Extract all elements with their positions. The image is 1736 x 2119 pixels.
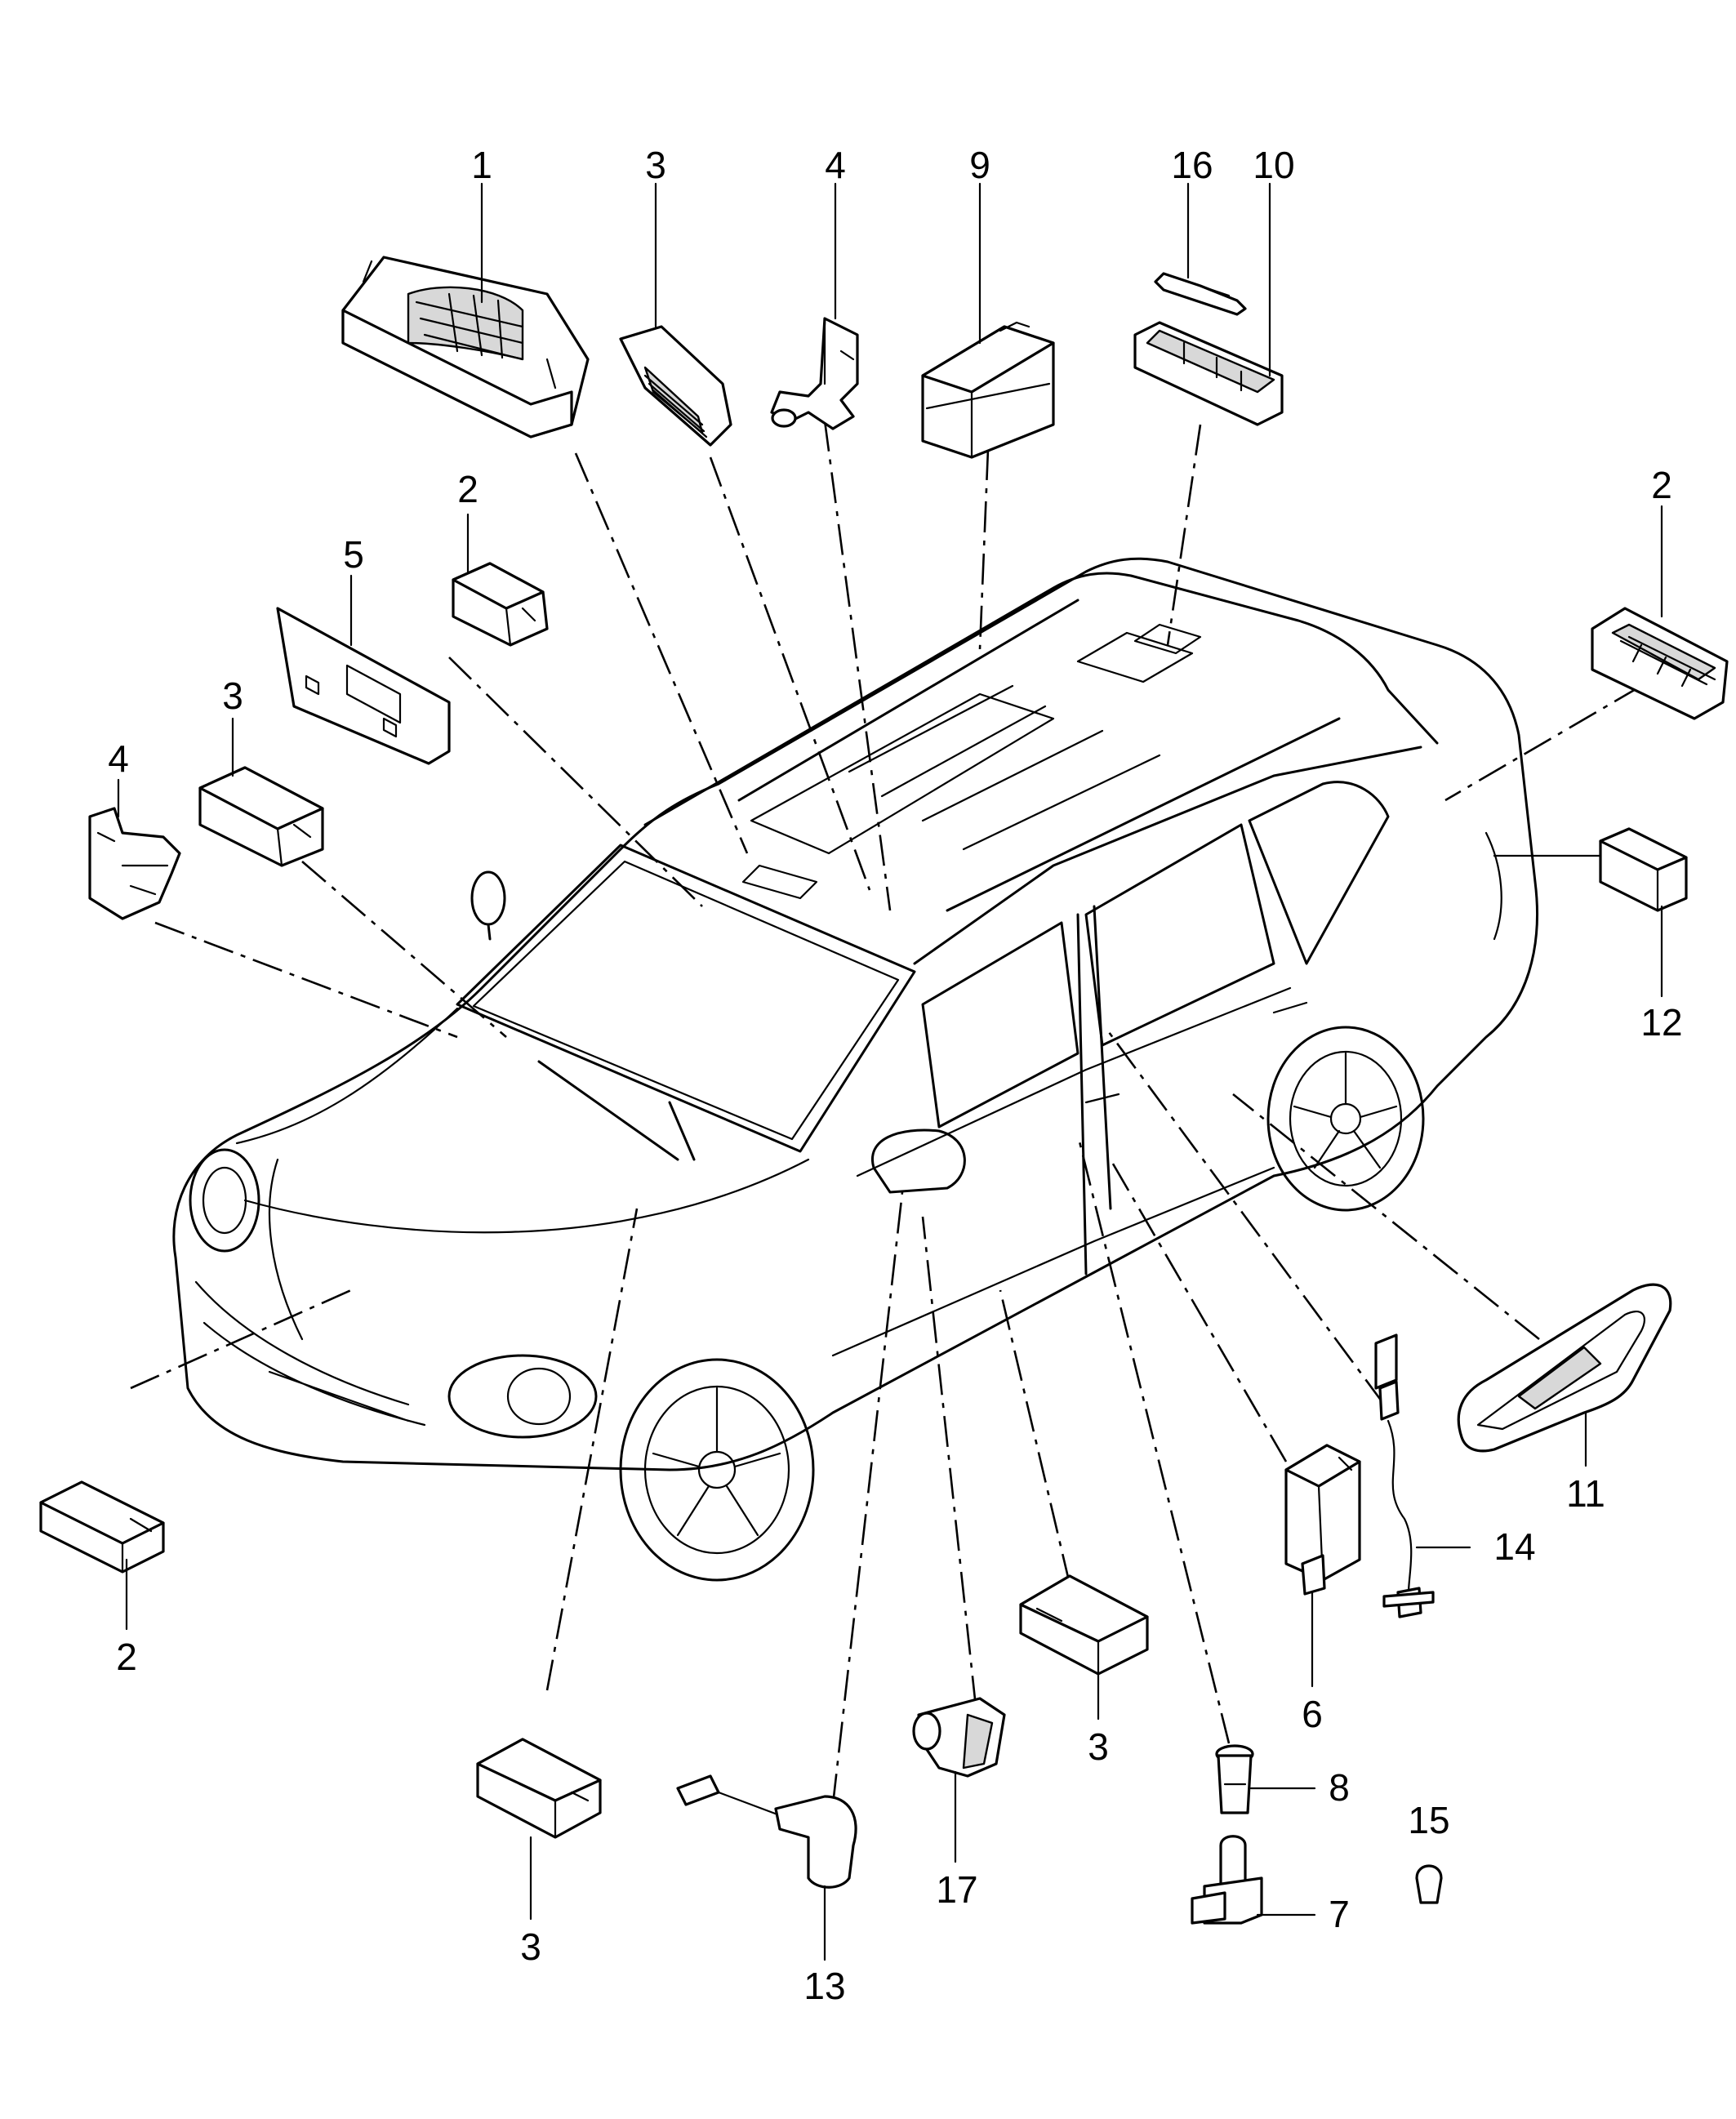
leader-13 — [831, 1191, 904, 1805]
part-16-bulb — [1154, 272, 1247, 316]
leader-2-upper-left — [448, 657, 703, 907]
leader-3-top — [709, 456, 871, 891]
leader-2-right — [1444, 684, 1642, 802]
part-6-module — [1284, 1444, 1361, 1596]
callout-6: 6 — [1302, 1693, 1323, 1735]
callout-3-top: 3 — [645, 144, 666, 186]
part-4-top-switch — [770, 317, 859, 430]
part-3-top-lamp — [619, 325, 732, 447]
callout-5: 5 — [343, 533, 364, 576]
part-15-small-bulb — [1415, 1864, 1443, 1904]
part-1-reading-light — [341, 256, 590, 438]
leader-17 — [921, 1216, 977, 1707]
part-11-door-handle-trim — [1457, 1283, 1672, 1453]
part-17-switch — [912, 1697, 1006, 1778]
part-13-bulb-holder — [676, 1774, 857, 1889]
part-9-control-module — [921, 321, 1055, 459]
callout-4-top: 4 — [825, 144, 846, 186]
callout-17: 17 — [936, 1868, 977, 1911]
vehicle-illustration — [172, 557, 1538, 1582]
callout-9: 9 — [969, 144, 990, 186]
callout-3-left: 3 — [222, 674, 243, 717]
part-7-bulb-socket — [1191, 1835, 1263, 1925]
callout-11: 11 — [1566, 1472, 1605, 1515]
callout-3-lower-mid: 3 — [1088, 1725, 1109, 1768]
part-10-lamp-housing — [1133, 321, 1284, 426]
callout-7: 7 — [1329, 1893, 1350, 1935]
callout-4-left: 4 — [108, 737, 129, 780]
leader-3-left — [301, 861, 507, 1038]
callout-2-lower-left: 2 — [116, 1636, 137, 1678]
callout-numbers: 1 3 4 9 16 10 2 5 3 4 2 12 2 11 14 6 3 3… — [108, 144, 1682, 2007]
callout-3-bottom: 3 — [520, 1925, 541, 1968]
part-5-trim-panel — [276, 607, 451, 765]
leader-14 — [1105, 1028, 1386, 1405]
part-2-right-lamp — [1591, 607, 1729, 720]
part-12-switch — [1599, 827, 1688, 912]
part-8-sleeve — [1215, 1744, 1254, 1814]
callout-2-upper-left: 2 — [457, 468, 479, 510]
part-3-bottom-lamp — [476, 1738, 602, 1839]
leader-10 — [1166, 424, 1202, 646]
callout-10: 10 — [1253, 144, 1294, 186]
callout-8: 8 — [1329, 1766, 1350, 1809]
leader-6 — [1109, 1159, 1288, 1462]
part-2-lower-left-lamp — [39, 1480, 165, 1574]
part-4-left-switch — [88, 807, 181, 920]
leader-9 — [978, 448, 990, 650]
callout-2-right: 2 — [1651, 464, 1672, 506]
leader-3-lower-mid — [999, 1289, 1071, 1585]
callout-12: 12 — [1640, 1001, 1682, 1044]
part-3-lower-mid-lamp — [1019, 1574, 1149, 1676]
leader-1 — [574, 452, 749, 854]
part-14-wire-switch — [1374, 1333, 1435, 1618]
leader-2-lower-left — [130, 1289, 352, 1390]
leader-lines — [130, 420, 1642, 1805]
part-3-left-lamp — [198, 766, 324, 867]
callout-14: 14 — [1493, 1525, 1535, 1568]
leader-4-top — [823, 420, 892, 911]
callout-1: 1 — [471, 144, 492, 186]
leader-4-left — [154, 921, 458, 1039]
leader-3-bottom — [545, 1208, 639, 1691]
callout-15: 15 — [1408, 1799, 1449, 1841]
leader-11 — [1232, 1093, 1540, 1341]
callout-13: 13 — [803, 1965, 845, 2007]
part-2-upper-left-lamp — [452, 562, 549, 647]
callout-ticks — [117, 182, 1663, 1961]
callout-16: 16 — [1171, 144, 1213, 186]
